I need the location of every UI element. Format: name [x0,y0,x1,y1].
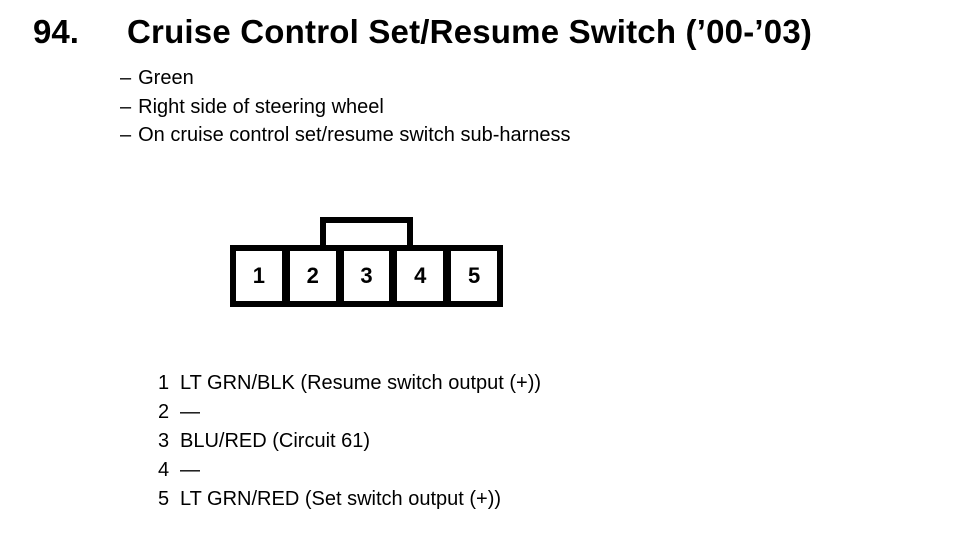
pin-description: LT GRN/BLK (Resume switch output (+)) [180,372,542,394]
connector-pin-cell: 1 [236,251,282,301]
pinout-row: 5 LT GRN/RED (Set switch output (+)) [158,485,541,514]
page-title: Cruise Control Set/Resume Switch (’00-’0… [127,13,813,50]
connector-diagram: 1 2 3 4 5 [230,245,503,307]
pinout-row: 4 — [158,456,541,485]
detail-item-location: –Right side of steering wheel [120,93,571,122]
pin-number: 5 [158,488,170,510]
connector-pin-cell: 3 [343,251,390,301]
pin-description: — [180,459,200,481]
detail-text: Right side of steering wheel [138,95,384,118]
pin-description: BLU/RED (Circuit 61) [180,430,371,452]
section-number: 94. [33,13,79,50]
connector-pin-cell: 5 [451,251,497,301]
pinout-row: 1 LT GRN/BLK (Resume switch output (+)) [158,369,541,398]
connector-pin-cell: 2 [289,251,336,301]
pinout-row: 2 — [158,398,541,427]
connector-pin-cell: 4 [397,251,444,301]
pinout-row: 3 BLU/RED (Circuit 61) [158,427,541,456]
pin-description: LT GRN/RED (Set switch output (+)) [180,488,502,510]
dash-bullet: – [120,95,132,118]
detail-item-color: –Green [120,64,571,93]
pin-number: 4 [158,459,170,481]
dash-bullet: – [120,67,132,89]
pin-number: 1 [158,372,170,394]
detail-list: –Green –Right side of steering wheel –On… [120,64,571,150]
pin-description: — [180,401,200,423]
section-header: 94. Cruise Control Set/Resume Switch (’0… [33,13,812,51]
pinout-list: 1 LT GRN/BLK (Resume switch output (+)) … [158,369,541,514]
detail-item-harness: –On cruise control set/resume switch sub… [120,121,571,150]
pin-number: 2 [158,401,170,423]
detail-text: On cruise control set/resume switch sub-… [138,124,571,146]
detail-text: Green [138,67,194,89]
pin-number: 3 [158,430,170,452]
dash-bullet: – [120,124,132,146]
